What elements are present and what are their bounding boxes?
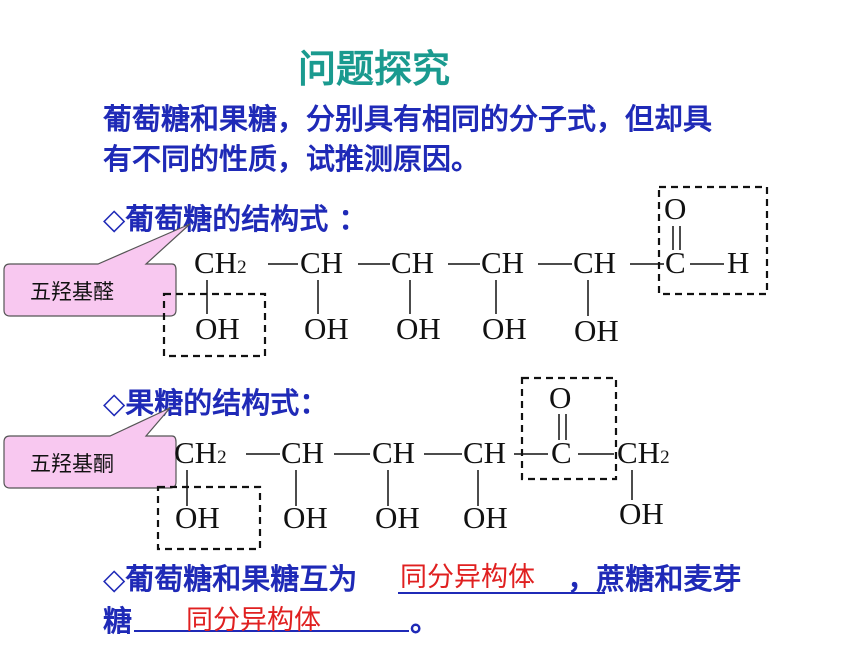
glucose-callout-bubble [3,223,191,317]
fructose-oh-5: OH [619,496,664,531]
glucose-carbonyl-oxygen: O [664,191,687,226]
glucose-ch2-group: CH2 [194,245,247,280]
fructose-callout-label: 五羟基酮 [30,452,114,476]
glucose-ch-group-4: CH [573,245,617,280]
glucose-aldehyde-hydrogen: H [727,245,750,280]
answer-2: 同分异构体 [186,605,321,636]
question-line-2: 有不同的性质，试推测原因。 [103,142,481,176]
fructose-heading: ◇果糖的结构式： [103,386,329,420]
fructose-ch-group-2: CH [372,435,416,470]
conclusion-line-2-prefix: 糖 [103,604,133,638]
glucose-oh-2: OH [304,311,349,346]
glucose-aldehyde-box [657,185,769,296]
fructose-oh-1: OH [175,500,220,535]
conclusion-line-1-suffix: ，蔗糖和麦芽 [567,562,742,596]
question-line-1: 葡萄糖和果糖，分别具有相同的分子式，但却具 [103,102,713,136]
page-title: 问题探究 [298,47,451,91]
glucose-hydroxyl-box [162,292,267,358]
answer-1: 同分异构体 [400,562,535,593]
fructose-ch-group-3: CH [463,435,507,470]
fructose-oh-2: OH [283,500,328,535]
glucose-callout-label: 五羟基醛 [30,280,114,304]
fructose-ch2-group-right: CH2 [617,435,670,470]
glucose-oh-4: OH [482,311,527,346]
glucose-ch-group-1: CH [300,245,344,280]
fructose-oh-4: OH [463,500,508,535]
glucose-ch-group-3: CH [481,245,525,280]
fructose-carbonyl-oxygen: O [549,380,572,415]
glucose-oh-3: OH [396,311,441,346]
answer-blank-1 [398,592,605,594]
conclusion-line-2: 糖。 [103,598,439,640]
conclusion-line-2-suffix: 。 [410,604,440,638]
fructose-oh-3: OH [375,500,420,535]
glucose-heading: ◇葡萄糖的结构式 ： [103,202,368,236]
glucose-ch-group-2: CH [391,245,435,280]
fructose-ketone-box [520,376,618,481]
fructose-carbonyl-carbon: C [551,435,572,470]
fructose-hydroxyl-box [156,485,262,551]
conclusion-line-1-prefix: ◇葡萄糖和果糖互为 [103,562,358,596]
glucose-oh-5: OH [574,313,619,348]
glucose-carbonyl-carbon: C [665,245,686,280]
glucose-oh-1: OH [195,311,240,346]
fructose-ch2-group-left: CH2 [174,435,227,470]
fructose-ch-group-1: CH [281,435,325,470]
answer-blank-2 [134,630,409,632]
conclusion-line-1: ◇葡萄糖和果糖互为 ，蔗糖和麦芽 [103,556,741,598]
